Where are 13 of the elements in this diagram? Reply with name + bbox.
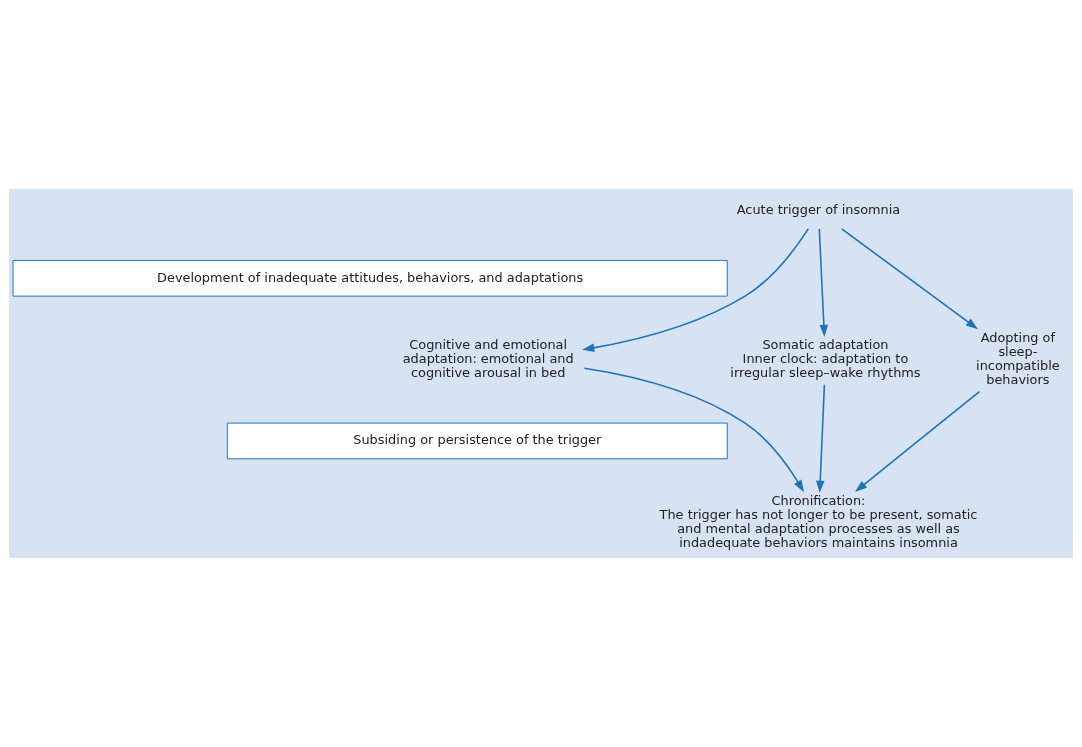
node-box: Development of inadequate attitudes, behaviors, and adaptations bbox=[12, 259, 728, 297]
arrow bbox=[583, 367, 804, 493]
arrow bbox=[582, 228, 810, 352]
arrow bbox=[816, 383, 826, 493]
node-text: Acute trigger of insomnia bbox=[736, 202, 901, 218]
node-text: Cognitive and emotional adaptation: emotional and cognitive arousal in bed bbox=[402, 337, 574, 380]
arrow bbox=[840, 228, 978, 330]
node-box: Subsiding or persistence of the trigger bbox=[226, 422, 728, 460]
node-text: Adopting of sleep-incompatible behaviors bbox=[976, 330, 1060, 387]
arrow bbox=[854, 390, 981, 492]
node-text: Somatic adaptation Inner clock: adaptation to irregular sleep–wake rhythms bbox=[730, 337, 921, 380]
node-text: Chronification: The trigger has not longer to be present, somatic and mental adaptation processes as well as indadequate behaviors maintains insomnia bbox=[659, 492, 978, 550]
arrow bbox=[818, 228, 829, 337]
